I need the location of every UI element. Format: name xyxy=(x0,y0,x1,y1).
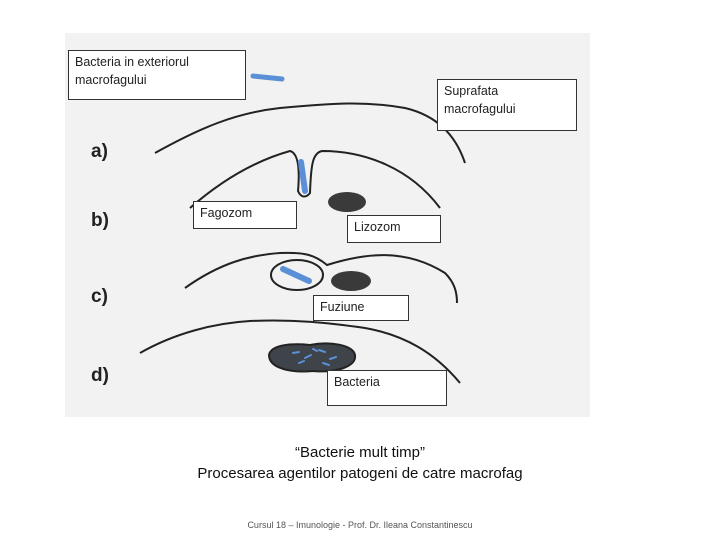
step-b-label: b) xyxy=(91,210,109,231)
membrane-a xyxy=(154,102,466,164)
diagram-drawing xyxy=(139,73,466,384)
step-a-label: a) xyxy=(91,141,108,162)
label-bacteria-outside: Bacteria in exteriorul macrofagului xyxy=(68,50,246,100)
label-lysosome: Lizozom xyxy=(347,215,441,243)
lysosome-b xyxy=(328,192,366,212)
phagolysosome-d xyxy=(267,342,357,373)
label-surface: Suprafata macrofagului xyxy=(437,79,577,131)
bacterium-engulfing xyxy=(298,159,308,194)
label-phagosome: Fagozom xyxy=(193,201,297,229)
membrane-d xyxy=(139,319,461,384)
caption-quote: “Bacterie mult timp” xyxy=(294,444,426,461)
bacteria-fragments xyxy=(292,348,337,366)
lysosome-c xyxy=(331,271,371,291)
membrane-b xyxy=(189,149,441,209)
bacterium-in-phagosome xyxy=(280,266,312,284)
bacterium-outside xyxy=(250,73,285,82)
membrane-c xyxy=(184,251,458,304)
phagocytosis-diagram: a) b) c) d) Bacteria in exteriorul macro… xyxy=(65,33,590,417)
step-d-label: d) xyxy=(91,365,109,386)
label-bacteria: Bacteria xyxy=(327,370,447,406)
label-fusion: Fuziune xyxy=(313,295,409,321)
caption-title: Procesarea agentilor patogeni de catre m… xyxy=(197,465,523,482)
step-c-label: c) xyxy=(91,286,108,307)
footer-credit: Cursul 18 – Imunologie - Prof. Dr. Ilean… xyxy=(247,520,473,530)
